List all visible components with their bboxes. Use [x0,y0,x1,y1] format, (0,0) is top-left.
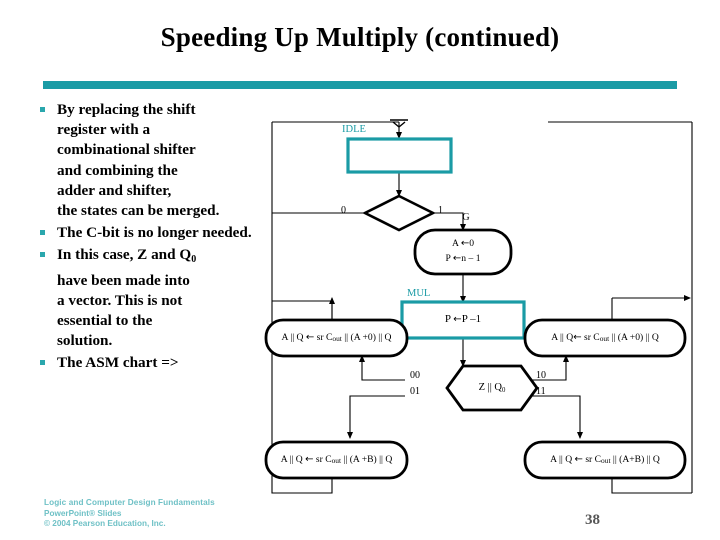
cond-box-init [413,228,513,276]
cond-text-op01: A || Q ← sr Cout || (A +B) || Q [280,454,393,465]
branch-label-10: 10 [536,370,546,381]
footer-line-2: PowerPoint® Slides [44,508,122,518]
decision-label-zq0: Z || Q0 [478,382,506,394]
branch-label-00: 00 [410,370,420,381]
state-label-mul: MUL [407,288,431,299]
cond-box-op11 [523,440,687,480]
cond-box-op00 [264,318,409,358]
branch-label-g-1: 1 [438,205,443,216]
list-item: The C-bit is no longer needed. [38,223,308,243]
decision-label-g: G [462,212,470,223]
page-number: 38 [585,512,600,528]
cond-box-op01 [264,440,409,480]
footer-line-1: Logic and Computer Design Fundamentals [44,498,215,507]
list-item: The ASM chart => [38,353,308,373]
bullet-text: The ASM chart => [57,354,179,372]
title-divider [43,81,677,89]
footer-credit: Logic and Computer Design Fundamentals P… [44,498,215,530]
state-box-mul [400,300,526,340]
bullet-marker-icon [40,107,45,112]
branch-label-g-0: 0 [341,205,346,216]
asm-chart-graphics [264,119,693,494]
bullet-marker-icon [40,252,45,258]
bullet-marker-icon [40,230,45,236]
state-label-idle: IDLE [342,124,366,135]
cond-text-op00: A || Q ← sr Cout || (A +0) || Q [281,332,392,343]
footer-line-3: © 2004 Pearson Education, Inc. [44,519,166,529]
branch-label-01: 01 [410,386,420,397]
bullet-text: The C-bit is no longer needed. [57,224,252,242]
branch-label-11: 11 [536,386,546,397]
decision-hexagon-zq0 [445,364,539,412]
decision-diamond-g [362,194,436,232]
cond-text-op10: A || Q← sr Cout || (A +0) || Q [551,332,659,343]
cond-box-op10 [523,318,687,358]
cond-text-mul: P ←P –1 [444,313,482,325]
bullet-marker-icon [40,360,45,366]
cond-text-op11: A || Q ← sr Cout || (A+B) || Q [550,454,660,465]
page-title: Speeding Up Multiply (continued) [160,22,560,52]
state-box-idle [346,137,453,174]
